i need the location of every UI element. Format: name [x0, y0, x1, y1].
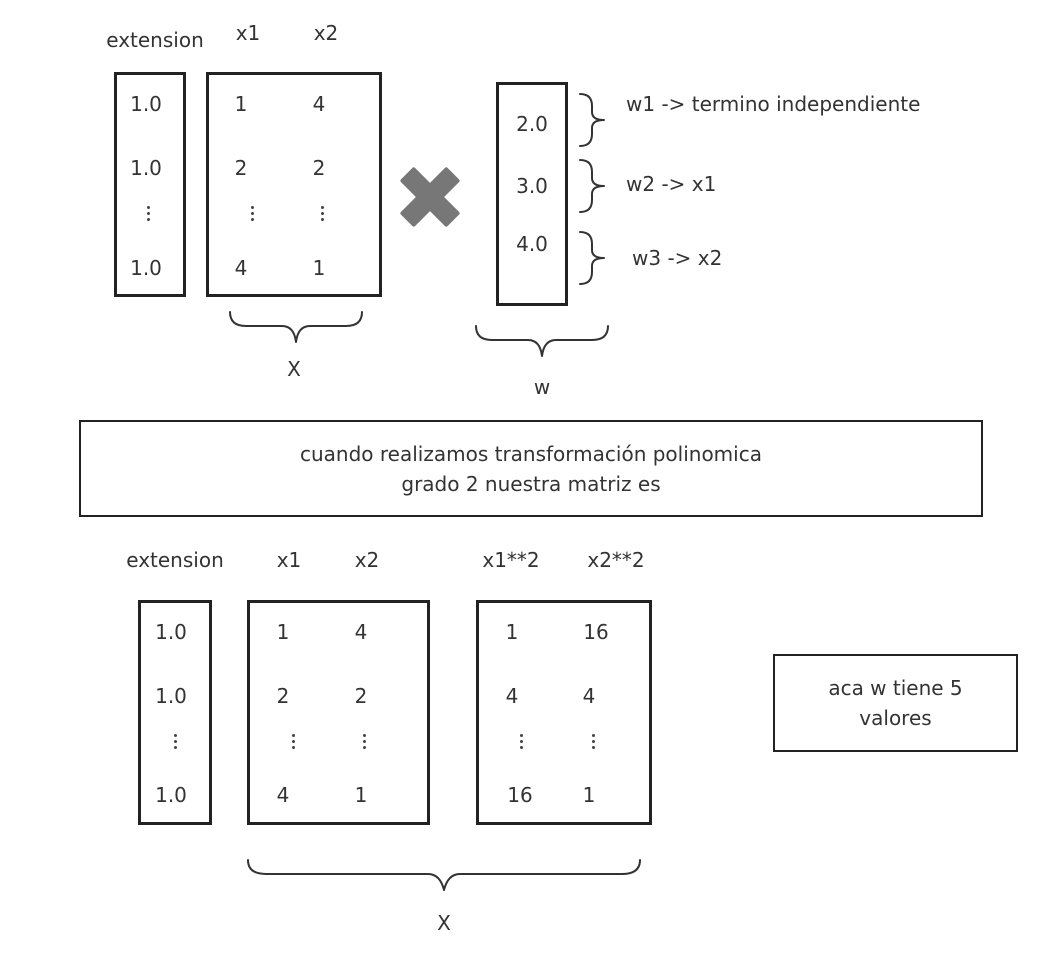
- x-brace: [229, 311, 363, 343]
- note-line-2: valores: [859, 706, 932, 730]
- vertical-ellipsis-icon: [591, 734, 595, 752]
- w-values-note: aca w tiene 5 valores: [773, 654, 1018, 752]
- x-cell: 4: [312, 92, 326, 116]
- w1-brace: [579, 93, 605, 147]
- polynomial-banner: cuando realizamos transformación polinom…: [79, 420, 983, 517]
- sq-cell: 1: [505, 620, 519, 644]
- ext-cell: 1.0: [130, 92, 162, 116]
- sq-cell: 16: [583, 620, 609, 644]
- w2-brace: [579, 159, 605, 213]
- x-matrix-box: [247, 600, 430, 825]
- sq-cell: 4: [582, 684, 596, 708]
- x-extended-brace: [247, 859, 641, 891]
- w-column-box: [496, 82, 568, 306]
- vertical-ellipsis-icon: [173, 734, 177, 752]
- w-cell: 4.0: [516, 232, 548, 256]
- vertical-ellipsis-icon: [250, 206, 254, 224]
- ext-cell: 1.0: [130, 256, 162, 280]
- sq-cell: 16: [507, 783, 533, 807]
- header-x2: x2: [313, 21, 339, 45]
- banner-line-1: cuando realizamos transformación polinom…: [300, 441, 762, 466]
- x-cell: 4: [276, 783, 290, 807]
- w3-note: w3 -> x2: [632, 246, 723, 270]
- vertical-ellipsis-icon: [146, 206, 150, 224]
- x-cell: 1: [276, 620, 290, 644]
- w-brace: [475, 325, 609, 357]
- x-cell: 2: [312, 156, 326, 180]
- header-x1-squared: x1**2: [482, 548, 540, 572]
- ext-cell: 1.0: [155, 620, 187, 644]
- ext-cell: 1.0: [155, 684, 187, 708]
- x-cell: 1: [234, 92, 248, 116]
- ext-cell: 1.0: [130, 156, 162, 180]
- header-x1: x1: [235, 21, 261, 45]
- vertical-ellipsis-icon: [519, 734, 523, 752]
- x-cell: 1: [312, 256, 326, 280]
- w-cell: 2.0: [516, 112, 548, 136]
- header-x1: x1: [276, 548, 302, 572]
- vertical-ellipsis-icon: [362, 734, 366, 752]
- banner-line-2: grado 2 nuestra matriz es: [401, 471, 661, 496]
- w3-brace: [579, 231, 605, 285]
- x-extended-label: X: [437, 911, 451, 935]
- x-matrix-label: X: [287, 357, 301, 381]
- sq-cell: 4: [505, 684, 519, 708]
- vertical-ellipsis-icon: [291, 734, 295, 752]
- x-cell: 2: [354, 684, 368, 708]
- header-extension: extension: [106, 28, 204, 52]
- w1-note: w1 -> termino independiente: [626, 92, 921, 116]
- ext-cell: 1.0: [155, 783, 187, 807]
- w-label: w: [533, 375, 551, 399]
- w-cell: 3.0: [516, 174, 548, 198]
- x-cell: 2: [234, 156, 248, 180]
- x-cell: 2: [276, 684, 290, 708]
- vertical-ellipsis-icon: [320, 206, 324, 224]
- extension-column-box: [138, 600, 212, 825]
- multiply-icon: [400, 167, 460, 227]
- note-line-1: aca w tiene 5: [828, 676, 963, 700]
- header-extension: extension: [126, 548, 224, 572]
- squared-matrix-box: [476, 600, 652, 825]
- w2-note: w2 -> x1: [626, 172, 717, 196]
- header-x2-squared: x2**2: [587, 548, 645, 572]
- x-cell: 4: [234, 256, 248, 280]
- x-cell: 4: [354, 620, 368, 644]
- sq-cell: 1: [582, 783, 596, 807]
- x-matrix-box: [206, 72, 382, 297]
- x-cell: 1: [354, 783, 368, 807]
- extension-column-box: [114, 72, 186, 297]
- header-x2: x2: [354, 548, 380, 572]
